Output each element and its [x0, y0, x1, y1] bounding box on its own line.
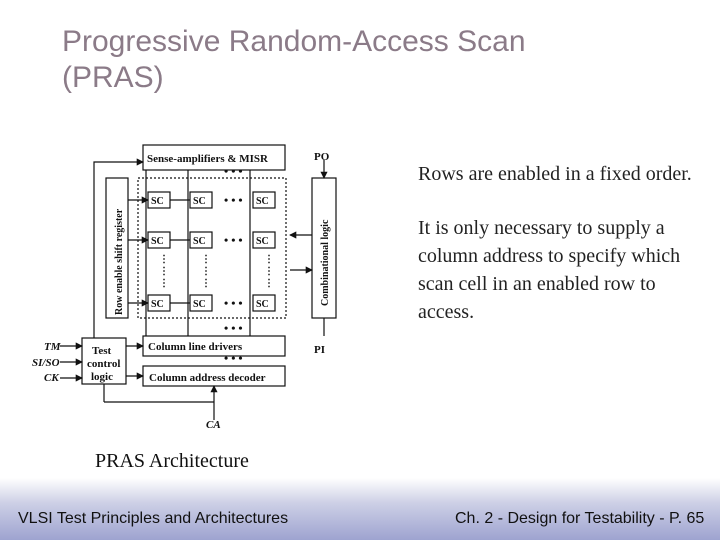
svg-text:⋮: ⋮ [201, 266, 211, 277]
si-so-label: SI/SO [32, 357, 60, 369]
tm-label: TM [44, 341, 62, 353]
ck-label: CK [44, 372, 59, 384]
scan-cell: SC [151, 196, 164, 207]
column-decoder-label: Column address decoder [149, 372, 266, 384]
svg-text:• • •: • • • [224, 351, 243, 365]
po-label: PO [314, 151, 330, 163]
svg-text:• • •: • • • [224, 296, 243, 310]
sense-amp-box [142, 144, 286, 171]
svg-text:⋮: ⋮ [159, 266, 169, 277]
svg-text:⋮: ⋮ [264, 254, 274, 265]
ca-label: CA [206, 419, 221, 431]
pi-label: PI [314, 344, 325, 356]
scan-cell: SC [256, 299, 269, 310]
comb-logic-label: Combinational logic [320, 219, 331, 306]
pras-architecture-diagram: • • • • • • • • • • • • • • • • • • ⋮⋮⋮ … [32, 144, 337, 431]
svg-text:⋮: ⋮ [201, 278, 211, 289]
svg-text:⋮: ⋮ [264, 266, 274, 277]
svg-text:⋮: ⋮ [201, 254, 211, 265]
diagram-caption: PRAS Architecture [95, 450, 249, 472]
row-register-box [105, 177, 129, 319]
footer-band [0, 478, 720, 540]
scan-cell: SC [256, 236, 269, 247]
bullet-1: Rows are enabled in a fixed order. [418, 163, 692, 185]
bullet-2: It is only necessary to supply a column … [418, 217, 681, 323]
row-register-label: Row enable shift register [114, 208, 125, 315]
scan-cell: SC [151, 299, 164, 310]
footer-left-text: VLSI Test Principles and Architectures [18, 510, 289, 527]
slide-title: Progressive Random-Access Scan (PRAS) [62, 24, 682, 96]
svg-text:• • •: • • • [224, 193, 243, 207]
scan-cell: SC [151, 236, 164, 247]
scan-cell: SC [256, 196, 269, 207]
test-control-line1: Test [92, 345, 111, 357]
title-line-1: Progressive Random-Access Scan [62, 25, 526, 58]
test-control-line3: logic [91, 371, 113, 383]
column-drivers-label: Column line drivers [148, 341, 243, 353]
scan-cell: SC [193, 299, 206, 310]
test-control-line2: control [87, 358, 120, 370]
svg-text:• • •: • • • [224, 164, 243, 178]
scan-cell: SC [193, 236, 206, 247]
svg-text:⋮: ⋮ [159, 254, 169, 265]
svg-text:⋮: ⋮ [159, 278, 169, 289]
svg-text:⋮: ⋮ [264, 278, 274, 289]
title-line-2: (PRAS) [62, 61, 164, 94]
sense-amp-label: Sense-amplifiers & MISR [147, 153, 269, 165]
svg-text:• • •: • • • [224, 233, 243, 247]
cell-array-region [137, 177, 287, 319]
scan-cell: SC [193, 196, 206, 207]
bullet-list: Rows are enabled in a fixed order. It is… [418, 160, 708, 352]
svg-text:• • •: • • • [224, 321, 243, 335]
footer-right-text: Ch. 2 - Design for Testability - P. 65 [455, 510, 705, 527]
